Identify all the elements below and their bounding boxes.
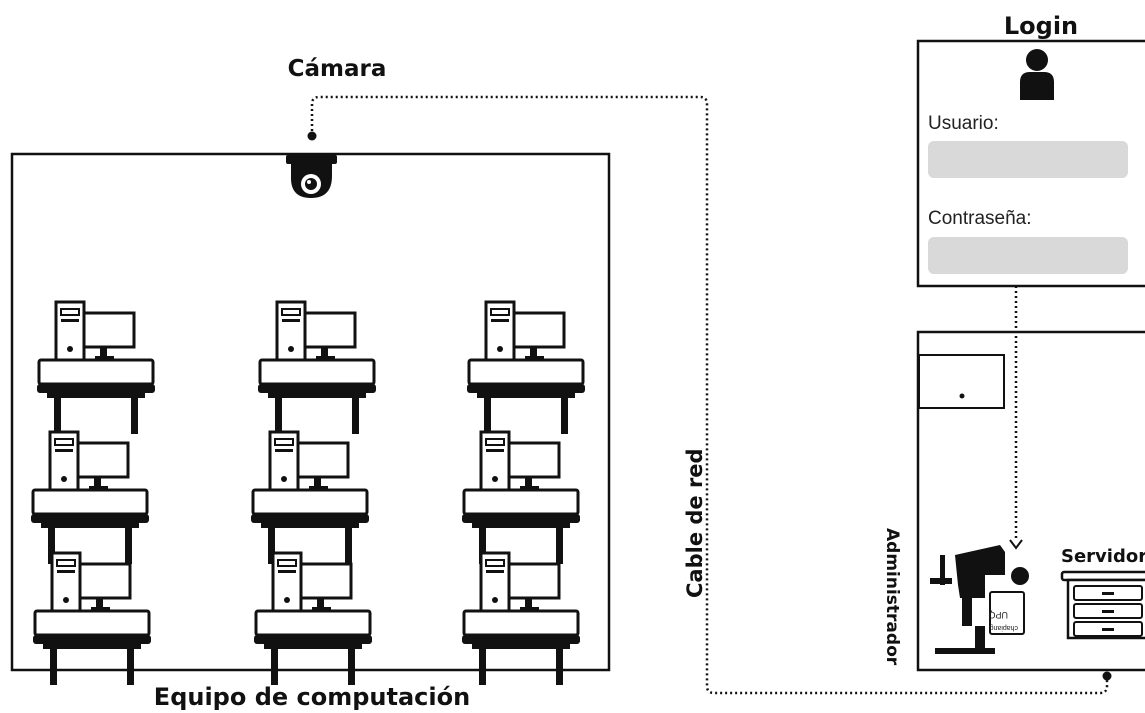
workstation-grid bbox=[31, 302, 585, 685]
username-label: Usuario: bbox=[928, 113, 999, 134]
chair-tag: UPQ bbox=[988, 610, 1008, 620]
server-label: Servidor bbox=[1061, 546, 1145, 567]
security-camera-icon bbox=[286, 155, 337, 198]
computer-desk-icon bbox=[462, 553, 580, 685]
computer-desk-icon bbox=[31, 432, 149, 564]
cable-label: Cable de red bbox=[683, 448, 707, 598]
login-link-arrow bbox=[1010, 540, 1022, 548]
computer-desk-icon bbox=[33, 553, 151, 685]
lab-label: Equipo de computación bbox=[154, 683, 470, 711]
computer-desk-icon bbox=[462, 432, 580, 564]
computer-desk-icon bbox=[37, 302, 155, 434]
computer-desk-icon bbox=[251, 432, 369, 564]
computer-desk-icon bbox=[258, 302, 376, 434]
wall-cabinet-icon bbox=[919, 355, 1004, 408]
password-label: Contraseña: bbox=[928, 208, 1032, 229]
admin-label: Administrador bbox=[882, 528, 902, 666]
computer-desk-icon bbox=[254, 553, 372, 685]
username-field[interactable] bbox=[928, 141, 1128, 178]
server-cable-node bbox=[1103, 672, 1112, 681]
chair-sub: chapiang bbox=[989, 624, 1018, 631]
camera-label: Cámara bbox=[288, 56, 387, 82]
computer-desk-icon bbox=[467, 302, 585, 434]
admin-at-desk-icon bbox=[930, 545, 1029, 654]
password-field[interactable] bbox=[928, 237, 1128, 274]
camera-cable-node bbox=[308, 132, 317, 141]
login-title: Login bbox=[1004, 12, 1078, 40]
server-cabinet-icon bbox=[1062, 572, 1145, 638]
